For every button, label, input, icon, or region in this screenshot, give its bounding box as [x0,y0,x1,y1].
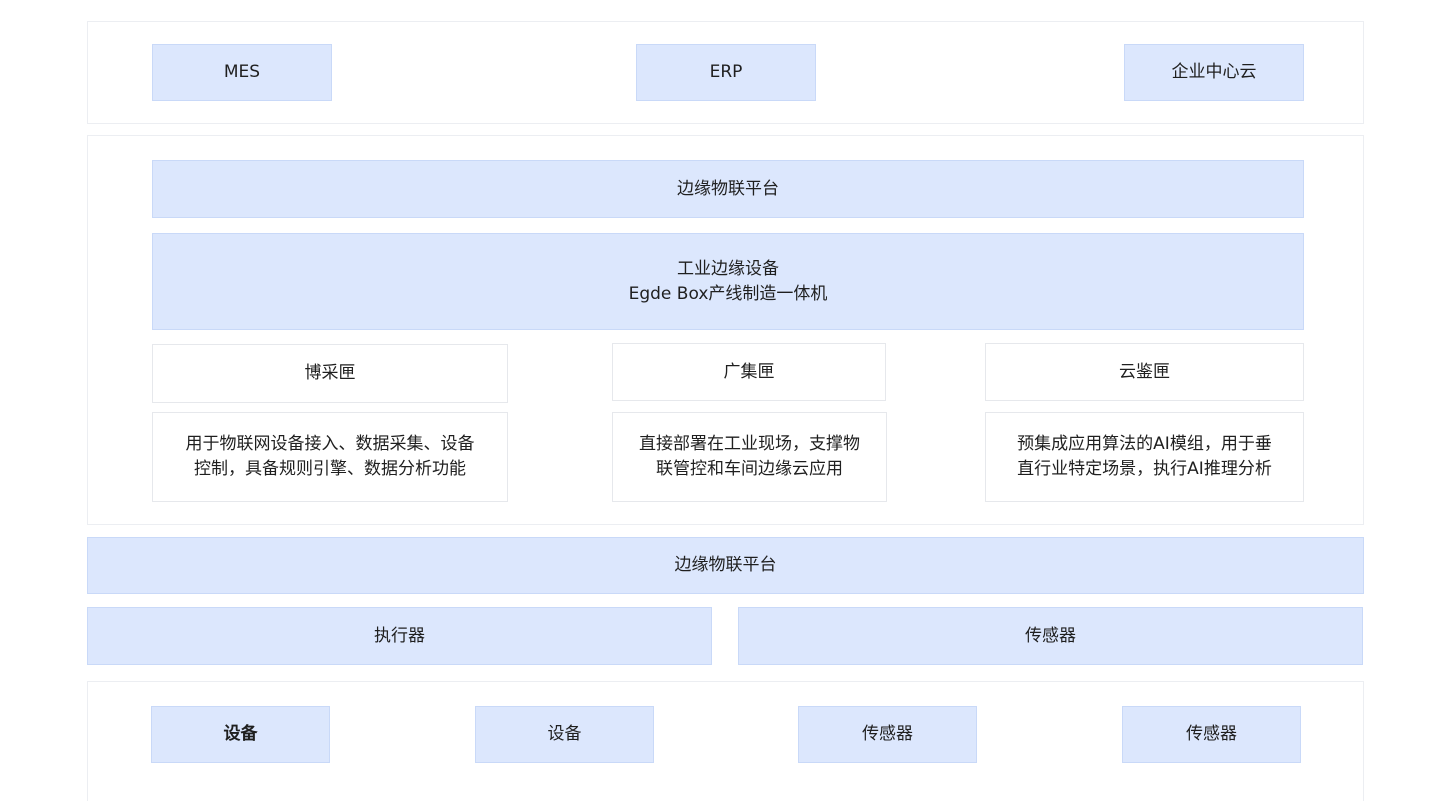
iot-platform-bar: 边缘物联平台 [87,537,1364,594]
edge-platform-label: 边缘物联平台 [677,178,779,199]
sensor-device-box-2: 传感器 [1122,706,1301,763]
module-yunjian-desc-line2: 直行业特定场景，执行AI推理分析 [1017,459,1272,479]
mes-box: MES [152,44,332,101]
actuator-box: 执行器 [87,607,712,665]
module-guangji-desc-line2: 联管控和车间边缘云应用 [656,459,843,479]
module-yunjian-desc-line1: 预集成应用算法的AI模组，用于垂 [1017,434,1272,454]
module-yunjian-name: 云鉴匣 [1119,361,1170,382]
mes-label: MES [223,62,261,82]
sensor-device-box-1: 传感器 [798,706,977,763]
sensor-device-label-1: 传感器 [862,724,913,744]
sensor-box: 传感器 [738,607,1363,665]
sensor-label: 传感器 [1025,625,1076,646]
module-bocai-desc-line2: 控制，具备规则引擎、数据分析功能 [194,459,466,479]
device-box-2: 设备 [475,706,654,763]
module-bocai-name: 博采匣 [304,363,356,383]
erp-box: ERP [636,44,816,101]
module-bocai-desc-line1: 用于物联网设备接入、数据采集、设备 [185,434,475,454]
module-guangji-box: 广集匣 [612,343,886,401]
module-guangji-desc-line1: 直接部署在工业现场，支撑物 [639,434,860,454]
erp-label: ERP [709,62,743,82]
edge-device-title: 工业边缘设备 [676,258,779,279]
enterprise-cloud-box: 企业中心云 [1124,44,1304,101]
module-bocai-box: 博采匣 [152,344,508,403]
device-label-2: 设备 [547,724,582,744]
edge-device-subtitle: Egde Box产线制造一体机 [628,283,828,304]
edge-device-box: 工业边缘设备 Egde Box产线制造一体机 [152,233,1304,330]
iot-platform-label: 边缘物联平台 [674,555,777,575]
actuator-label: 执行器 [374,625,425,646]
sensor-device-label-2: 传感器 [1186,724,1237,744]
edge-platform-box: 边缘物联平台 [152,160,1304,218]
device-box-1: 设备 [151,706,330,763]
module-guangji-name: 广集匣 [723,361,775,382]
module-guangji-desc: 直接部署在工业现场，支撑物 联管控和车间边缘云应用 [612,412,887,502]
module-yunjian-desc: 预集成应用算法的AI模组，用于垂 直行业特定场景，执行AI推理分析 [985,412,1304,502]
module-yunjian-box: 云鉴匣 [985,343,1304,401]
enterprise-cloud-label: 企业中心云 [1171,62,1257,82]
module-bocai-desc: 用于物联网设备接入、数据采集、设备 控制，具备规则引擎、数据分析功能 [152,412,508,502]
device-label-1: 设备 [223,724,258,744]
edge-device-text: 工业边缘设备 Egde Box产线制造一体机 [629,257,828,307]
